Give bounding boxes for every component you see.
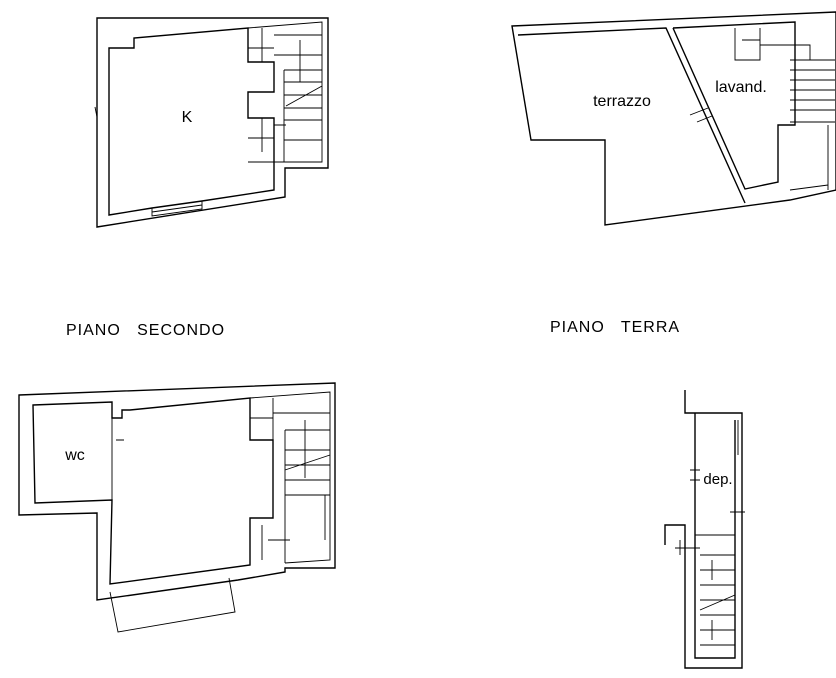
stair [675, 420, 745, 646]
stair [249, 391, 331, 564]
outer-wall [664, 390, 743, 669]
caption-piano-secondo: PIANO SECONDO [66, 322, 226, 339]
inner-wall-wc [32, 397, 274, 585]
partition-opening [689, 107, 713, 123]
caption-piano-terra: PIANO TERRA [550, 319, 681, 336]
inner-wall [517, 21, 796, 204]
room-label-terrazzo: terrazzo [593, 93, 651, 110]
tick-mark [94, 106, 98, 118]
window [151, 201, 203, 217]
plan-bottom-right: dep. [664, 390, 745, 669]
inner-wall [694, 413, 736, 659]
balcony [109, 577, 236, 633]
outer-wall [96, 17, 329, 228]
room-label-dep: dep. [703, 471, 732, 488]
inner-wall [108, 27, 275, 216]
room-label-k: K [182, 109, 193, 126]
outer-wall [511, 11, 836, 226]
stair [734, 28, 835, 191]
room-label-wc: wc [64, 447, 85, 464]
plan-top-left: K [94, 17, 329, 228]
wc-partition [111, 418, 124, 500]
stair [247, 21, 323, 163]
plan-top-right: terrazzo lavand. [511, 11, 836, 226]
room-label-lavand: lavand. [715, 79, 767, 96]
outer-wall [18, 382, 336, 601]
plan-bottom-left: wc [18, 382, 336, 633]
